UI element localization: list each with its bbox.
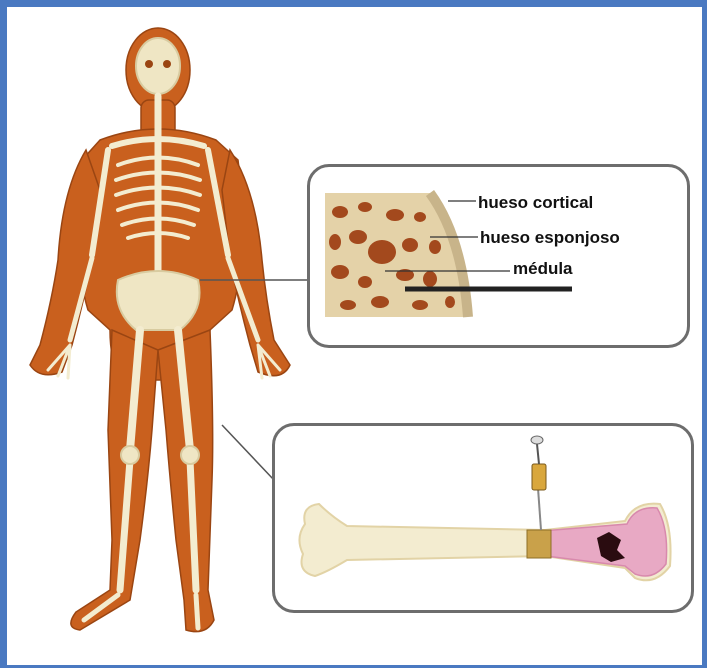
label-marrow: médula (513, 259, 573, 279)
sample-core (527, 530, 551, 558)
long-bone-with-syringe (275, 426, 697, 616)
label-cortical-bone: hueso cortical (478, 193, 593, 213)
syringe-barrel (532, 464, 546, 490)
syringe-plunger (537, 444, 539, 464)
label-spongy-bone: hueso esponjoso (480, 228, 620, 248)
long-bone-panel (272, 423, 694, 613)
bone-cross-section-panel (307, 164, 690, 348)
syringe-plunger-head (531, 436, 543, 444)
syringe-needle (538, 488, 541, 530)
leg-connector-line (222, 425, 274, 480)
